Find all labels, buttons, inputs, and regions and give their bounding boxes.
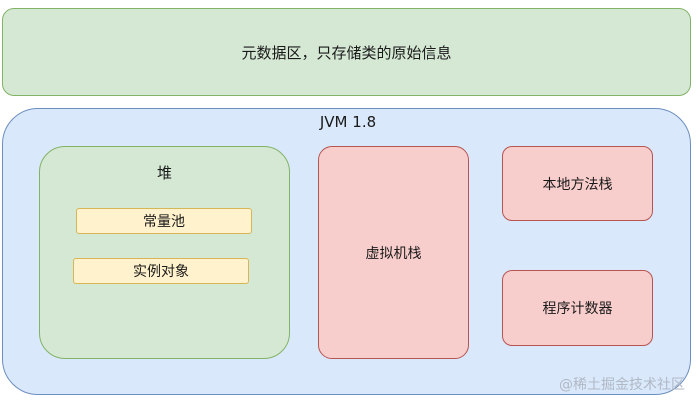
instance-objects-box: 实例对象 [73,258,249,284]
metadata-area-box: 元数据区，只存储类的原始信息 [2,8,691,96]
metadata-area-label: 元数据区，只存储类的原始信息 [241,43,452,62]
jvm-title: JVM 1.8 [319,113,377,131]
constant-pool-box: 常量池 [76,208,252,234]
constant-pool-label: 常量池 [143,214,185,230]
vm-stack-label: 虚拟机栈 [365,245,422,262]
heap-box [39,146,290,359]
program-counter-box: 程序计数器 [502,270,653,346]
native-method-stack-box: 本地方法栈 [502,146,653,221]
vm-stack-box: 虚拟机栈 [318,146,469,359]
native-method-stack-label: 本地方法栈 [542,176,613,193]
program-counter-label: 程序计数器 [542,301,613,317]
heap-title: 堆 [156,164,172,182]
instance-objects-label: 实例对象 [133,264,189,280]
watermark: @稀土掘金技术社区 [559,377,685,393]
